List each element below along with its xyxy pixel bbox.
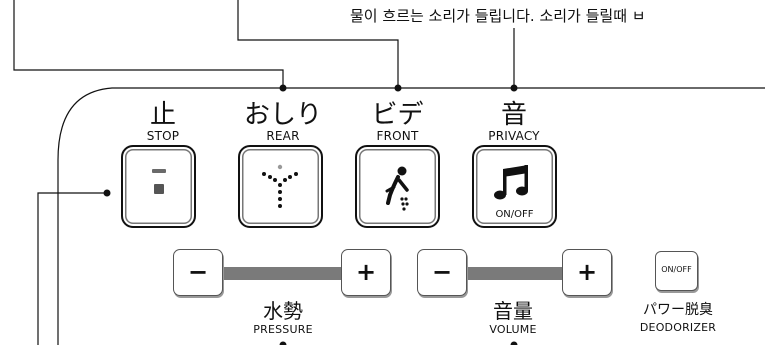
- pressure-plus-button[interactable]: +: [341, 249, 391, 296]
- pressure-sublabel: PRESSURE: [253, 323, 313, 336]
- stop-sublabel: STOP: [146, 129, 180, 143]
- volume-minus-button[interactable]: −: [417, 249, 467, 296]
- privacy-onoff-text: ON/OFF: [495, 209, 534, 220]
- stop-indicator-icon: [152, 169, 166, 173]
- plus-icon: +: [355, 258, 377, 286]
- rear-label: おしり: [243, 100, 322, 130]
- stop-square-icon: [154, 184, 164, 194]
- leader-line-stop: [37, 192, 107, 345]
- plus-icon: +: [576, 258, 598, 286]
- stop-label: 止: [149, 100, 176, 130]
- pressure-label: 水勢: [263, 299, 303, 323]
- minus-icon: −: [187, 258, 209, 286]
- leader-line-front: [237, 0, 399, 88]
- leader-line-rear: [13, 0, 284, 88]
- music-note-icon: [494, 165, 528, 200]
- front-button[interactable]: [355, 145, 440, 228]
- stop-button[interactable]: [121, 145, 196, 228]
- privacy-label: 音: [500, 100, 527, 130]
- deodorizer-sublabel: DEODORIZER: [639, 321, 717, 334]
- volume-sublabel: VOLUME: [489, 323, 537, 336]
- volume-plus-button[interactable]: +: [562, 249, 612, 296]
- pressure-minus-button[interactable]: −: [173, 249, 223, 296]
- rear-spray-icon: [262, 164, 298, 208]
- deodorizer-button[interactable]: ON/OFF: [655, 251, 698, 291]
- caption-text: 물이 흐르는 소리가 들립니다. 소리가 들릴때 ㅂ: [350, 7, 646, 25]
- pressure-track: [220, 267, 344, 280]
- privacy-sublabel: PRIVACY: [488, 129, 540, 143]
- volume-label: 音量: [493, 299, 533, 323]
- front-sublabel: FRONT: [376, 129, 419, 143]
- bidet-person-icon: [385, 166, 409, 211]
- deodorizer-onoff-text: ON/OFF: [661, 265, 692, 274]
- panel-outline: [57, 87, 765, 345]
- minus-icon: −: [431, 258, 453, 286]
- privacy-button[interactable]: ON/OFF: [472, 145, 557, 228]
- front-label: ビデ: [371, 100, 424, 130]
- deodorizer-label: パワー脱臭: [643, 302, 713, 318]
- rear-sublabel: REAR: [266, 129, 300, 143]
- rear-button[interactable]: [238, 145, 323, 228]
- volume-track: [460, 267, 568, 280]
